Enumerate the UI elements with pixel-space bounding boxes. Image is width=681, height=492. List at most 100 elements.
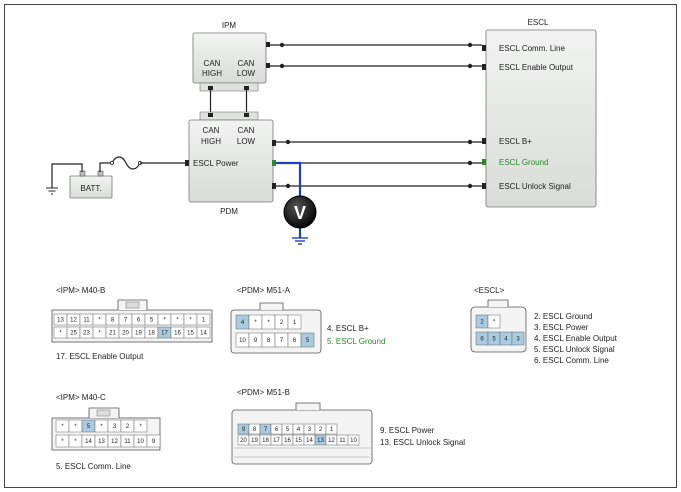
connector-pin-label: 11 xyxy=(124,439,131,445)
connector-pin-label: 5 xyxy=(306,338,310,344)
connector-pin-label: 1 xyxy=(202,318,206,324)
pdm-m51b-note-2: 13. ESCL Unlock Signal xyxy=(380,438,465,447)
connector-pin-label: * xyxy=(98,318,101,324)
pdm-m51a-title: <PDM> M51-A xyxy=(237,286,291,295)
connector-pin xyxy=(511,331,525,346)
connector-pin-label: 2 xyxy=(280,320,284,326)
connector-pin-label: 9 xyxy=(152,439,156,445)
connector-pin-label: 16 xyxy=(174,331,181,337)
connector-pin xyxy=(133,419,148,433)
ground-symbol-meter xyxy=(292,237,308,245)
connector-pin-label: 14 xyxy=(85,439,92,445)
connector-pin-label: 10 xyxy=(137,439,144,445)
meter-probe-wire xyxy=(276,161,302,196)
connector-pin xyxy=(325,423,338,435)
ipm-m40b-title: <IPM> M40-B xyxy=(56,286,105,295)
connector-pin-label: * xyxy=(176,318,179,324)
pdm-can-low-1: CAN xyxy=(238,126,255,135)
ipm-title: IPM xyxy=(222,21,237,30)
connector-pin-label: 2 xyxy=(126,424,130,430)
connector-pin-label: 5 xyxy=(87,424,91,430)
connector-pin-label: 14 xyxy=(306,438,313,444)
connector-pin-label: 19 xyxy=(251,438,258,444)
connector-pin xyxy=(347,434,360,446)
connector-pin-label: 9 xyxy=(242,427,246,433)
connector-pin-label: 8 xyxy=(111,318,115,324)
voltmeter xyxy=(283,195,317,229)
connector-pin-label: 12 xyxy=(111,439,118,445)
connector-pin-label: * xyxy=(74,424,77,430)
pdm-can-high-2: HIGH xyxy=(201,137,221,146)
ipm-m40b-note: 17. ESCL Enable Output xyxy=(56,352,144,361)
pdm-m51b-note-1: 9. ESCL Power xyxy=(380,426,435,435)
connector-pin-label: 19 xyxy=(135,331,142,337)
connector-pin-label: 15 xyxy=(187,331,194,337)
pdm-m51b-title: <PDM> M51-B xyxy=(237,388,290,397)
connector-pin xyxy=(487,314,501,329)
connector-pin-label: * xyxy=(493,320,496,326)
connector-pin-label: 12 xyxy=(70,318,77,324)
connector-pin xyxy=(300,332,315,348)
connector-pin-label: 10 xyxy=(350,438,357,444)
connector-pin-label: 5 xyxy=(286,427,290,433)
pdm-m51a-note-2: 5. ESCL Ground xyxy=(327,337,385,346)
escl-note-3: 4. ESCL Enable Output xyxy=(534,334,618,343)
connector-pin-label: 6 xyxy=(480,337,484,343)
pdm-title: PDM xyxy=(220,207,238,216)
connector-pin xyxy=(196,326,211,339)
connector-pin-label: 11 xyxy=(83,318,90,324)
connector-pin-label: * xyxy=(267,320,270,326)
connector-pin-label: 25 xyxy=(70,331,77,337)
escl-unlock-signal-label: ESCL Unlock Signal xyxy=(499,182,571,191)
ipm-can-low-2: LOW xyxy=(237,69,256,78)
pdm-escl-power-label: ESCL Power xyxy=(193,159,239,168)
escl-enable-output-label: ESCL Enable Output xyxy=(499,63,574,72)
connector-pin-label: * xyxy=(74,439,77,445)
ipm-m40c-note: 5. ESCL Comm. Line xyxy=(56,462,131,471)
ipm-can-high-2: HIGH xyxy=(202,69,222,78)
connector-pin-label: 15 xyxy=(295,438,302,444)
connector-pin-label: 18 xyxy=(262,438,269,444)
connector-pin-label: 20 xyxy=(122,331,129,337)
connector-pin-label: 7 xyxy=(280,338,284,344)
connector-pin-label: 1 xyxy=(330,427,334,433)
ground-symbol-battery xyxy=(46,187,58,195)
connector-pin-label: 13 xyxy=(98,439,105,445)
connector-pin-label: 17 xyxy=(161,331,168,337)
pdm-can-high-1: CAN xyxy=(203,126,220,135)
connector-pin-label: 5 xyxy=(492,337,496,343)
escl-note-2: 3. ESCL Power xyxy=(534,323,589,332)
escl-note-4: 5. ESCL Unlock Signal xyxy=(534,345,615,354)
escl-note-1: 2. ESCL Ground xyxy=(534,312,592,321)
connector-pin-label: 13 xyxy=(317,438,324,444)
connector-pin-label: * xyxy=(254,320,257,326)
escl-ground-label: ESCL Ground xyxy=(499,158,549,167)
connector-pin-label: * xyxy=(61,424,64,430)
connector-pin-label: * xyxy=(61,439,64,445)
ipm-can-low-1: CAN xyxy=(238,59,255,68)
connector-pin-label: 3 xyxy=(113,424,117,430)
connector-pin-label: 4 xyxy=(504,337,508,343)
connector-pin-label: 3 xyxy=(516,337,520,343)
connector-pin-label: * xyxy=(98,331,101,337)
ipm-can-high-1: CAN xyxy=(204,59,221,68)
connector-pin-label: 1 xyxy=(293,320,297,326)
connector-pin xyxy=(146,434,161,448)
connector-pin-label: 10 xyxy=(239,338,246,344)
connector-pin-label: 21 xyxy=(109,331,116,337)
fuse-icon xyxy=(111,156,141,170)
connector-pin-label: 12 xyxy=(328,438,335,444)
connector-pin-label: 13 xyxy=(57,318,64,324)
connector-pin-label: 9 xyxy=(254,338,258,344)
connector-pin-label: 16 xyxy=(284,438,291,444)
connector-pin-label: 2 xyxy=(319,427,323,433)
escl-b-plus-label: ESCL B+ xyxy=(499,137,532,146)
pdm-can-low-2: LOW xyxy=(237,137,256,146)
connector-pin-label: * xyxy=(163,318,166,324)
